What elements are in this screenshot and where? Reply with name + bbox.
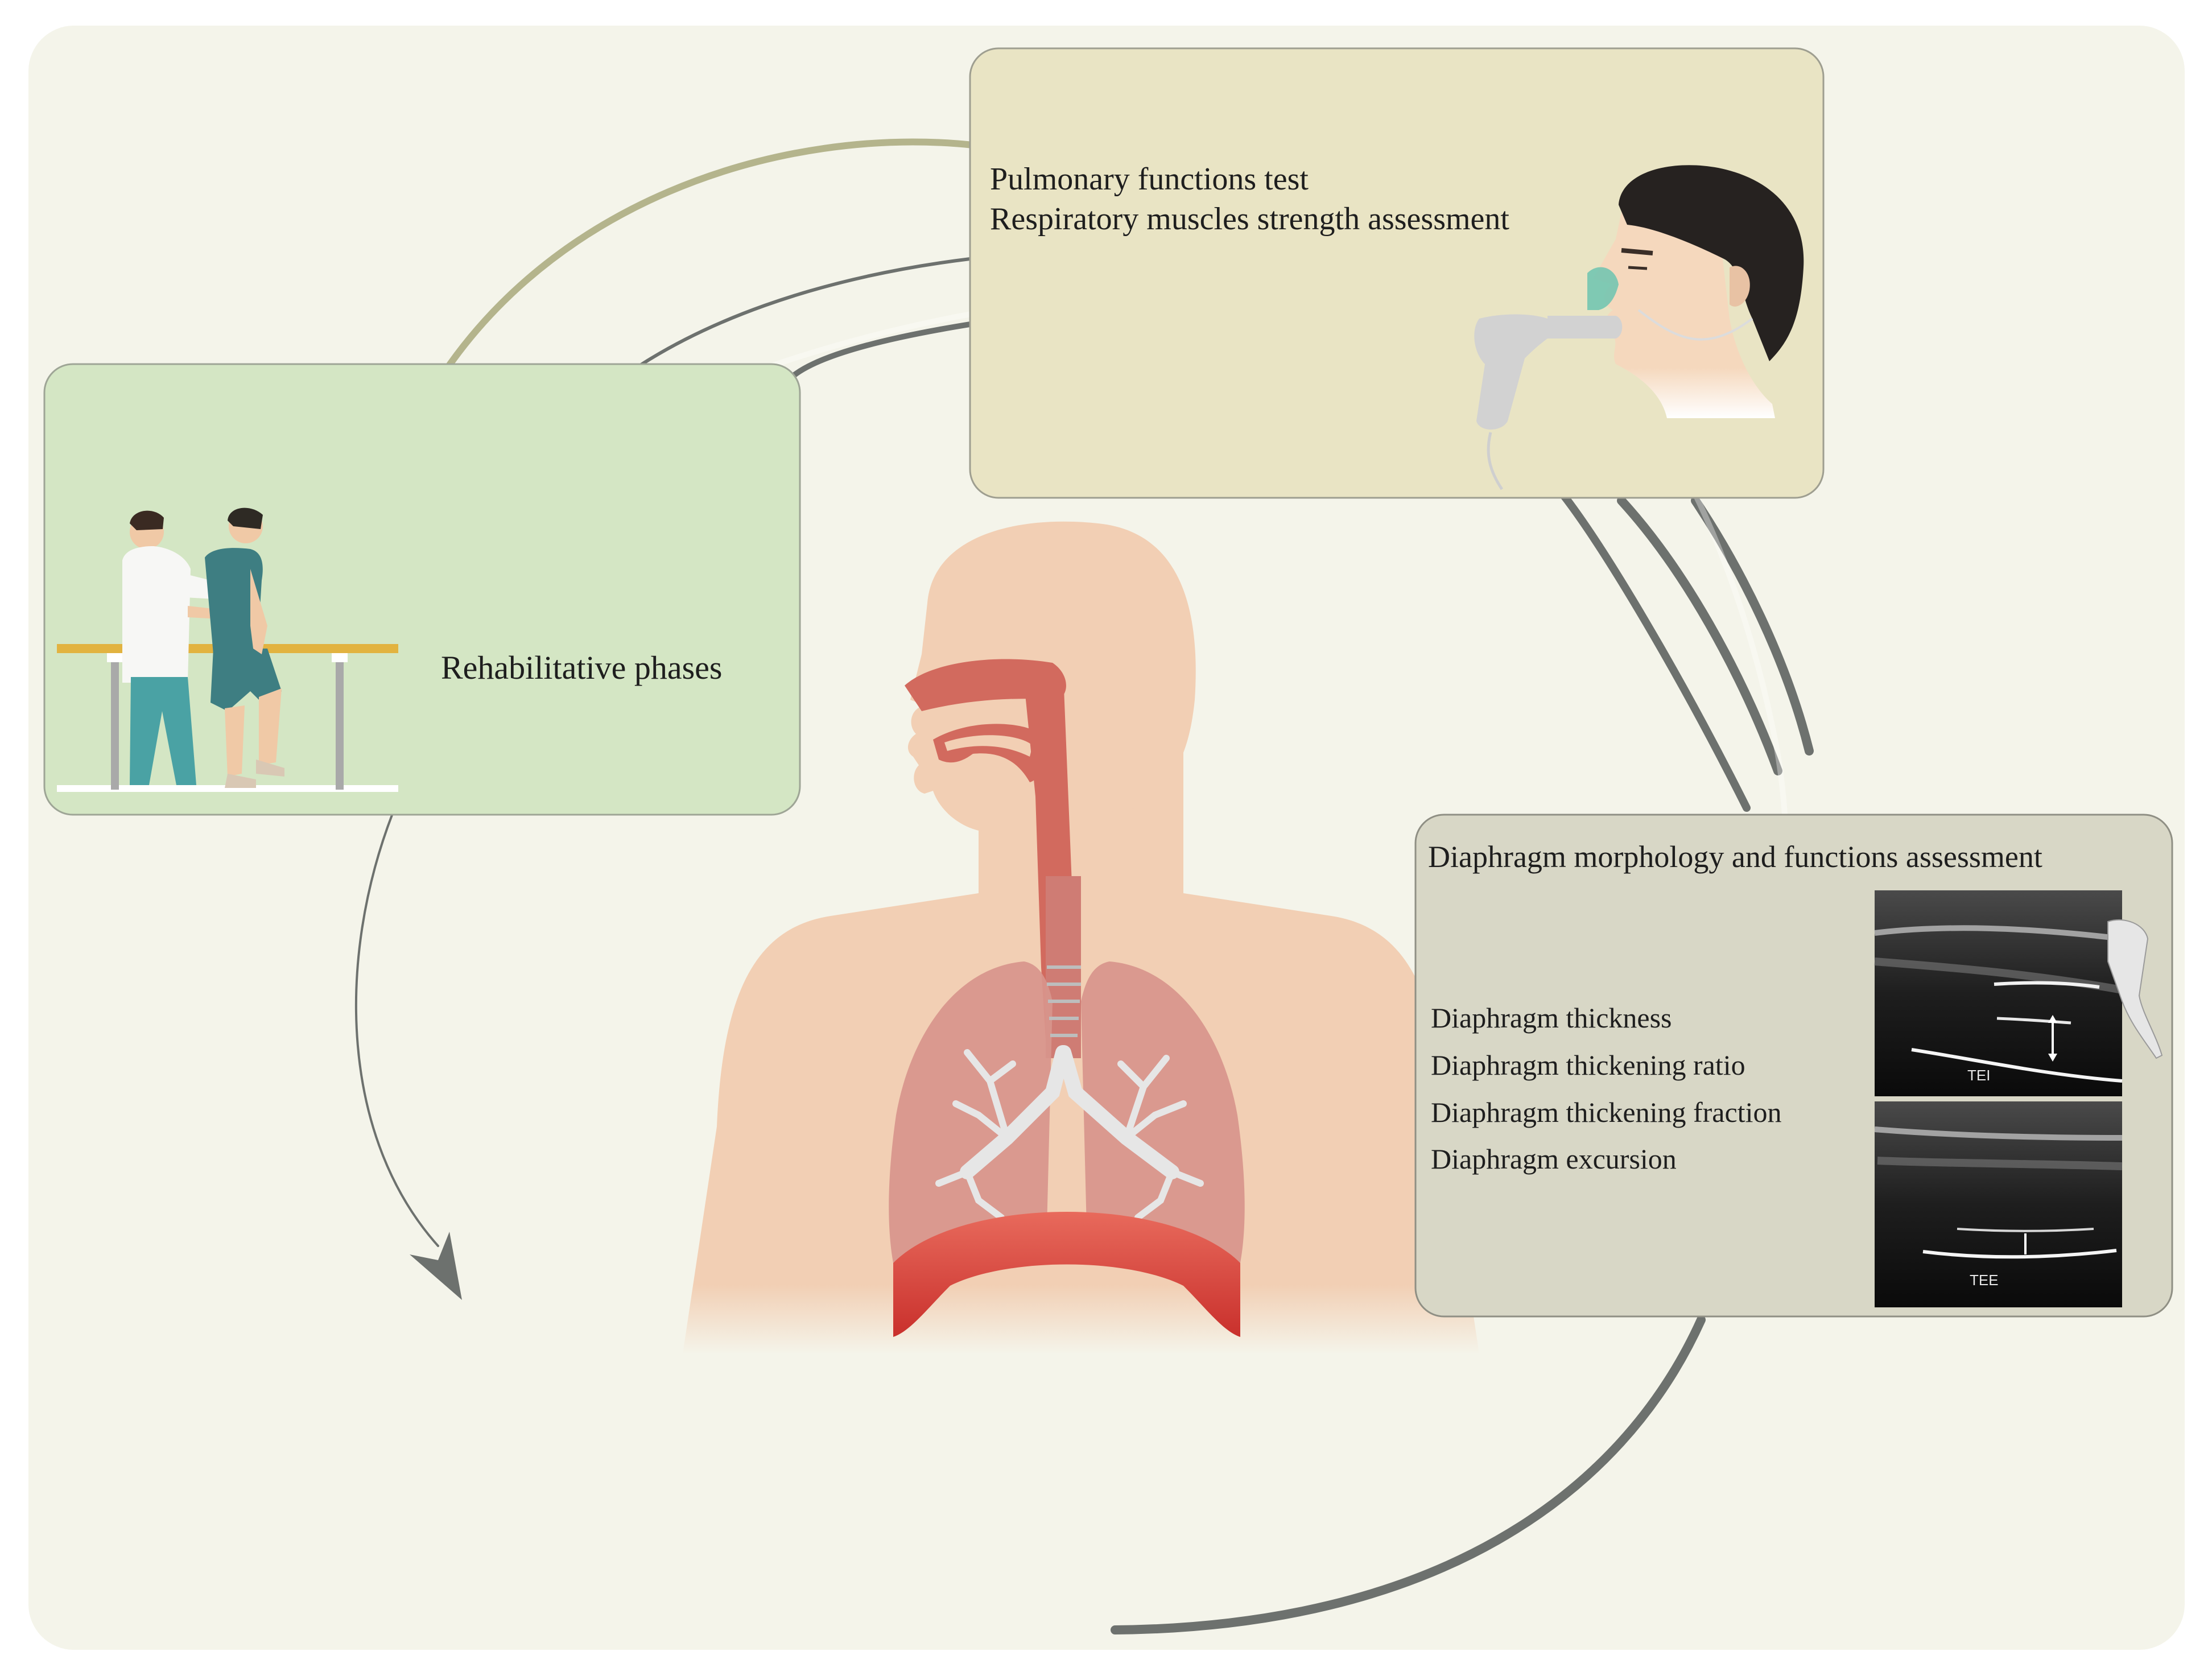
rehab-walking-illustration: [57, 507, 398, 792]
rehabilitative-phases-label: Rehabilitative phases: [441, 649, 723, 686]
cycle-arrows: [355, 138, 1814, 1634]
ultrasound-label-tee: TEE: [1970, 1272, 1999, 1289]
diaphragm-item-excursion: Diaphragm excursion: [1431, 1143, 1677, 1175]
respiratory-strength-label: Respiratory muscles strength assessment: [990, 201, 1509, 237]
ultrasound-top: [1875, 890, 2122, 1096]
ultrasound-label-tei: TEI: [1967, 1067, 1991, 1084]
arrowhead-grey-bottom: [410, 1232, 462, 1300]
pulmonary-test-box: [969, 47, 1825, 499]
diaphragm-box-title: Diaphragm morphology and functions asses…: [1428, 840, 2042, 874]
diaphragm-item-thickness: Diaphragm thickness: [1431, 1002, 1672, 1034]
diaphragm-item-thickening-fraction: Diaphragm thickening fraction: [1431, 1096, 1782, 1128]
diaphragm-item-thickening-ratio: Diaphragm thickening ratio: [1431, 1049, 1745, 1081]
ultrasound-images: [1874, 890, 2163, 1307]
ultrasound-probe: [2107, 919, 2163, 1059]
patient-spirometry-illustration: [1474, 165, 1804, 490]
pulmonary-test-label: Pulmonary functions test: [990, 162, 1309, 197]
respiratory-system-illustration: [683, 521, 1479, 1354]
